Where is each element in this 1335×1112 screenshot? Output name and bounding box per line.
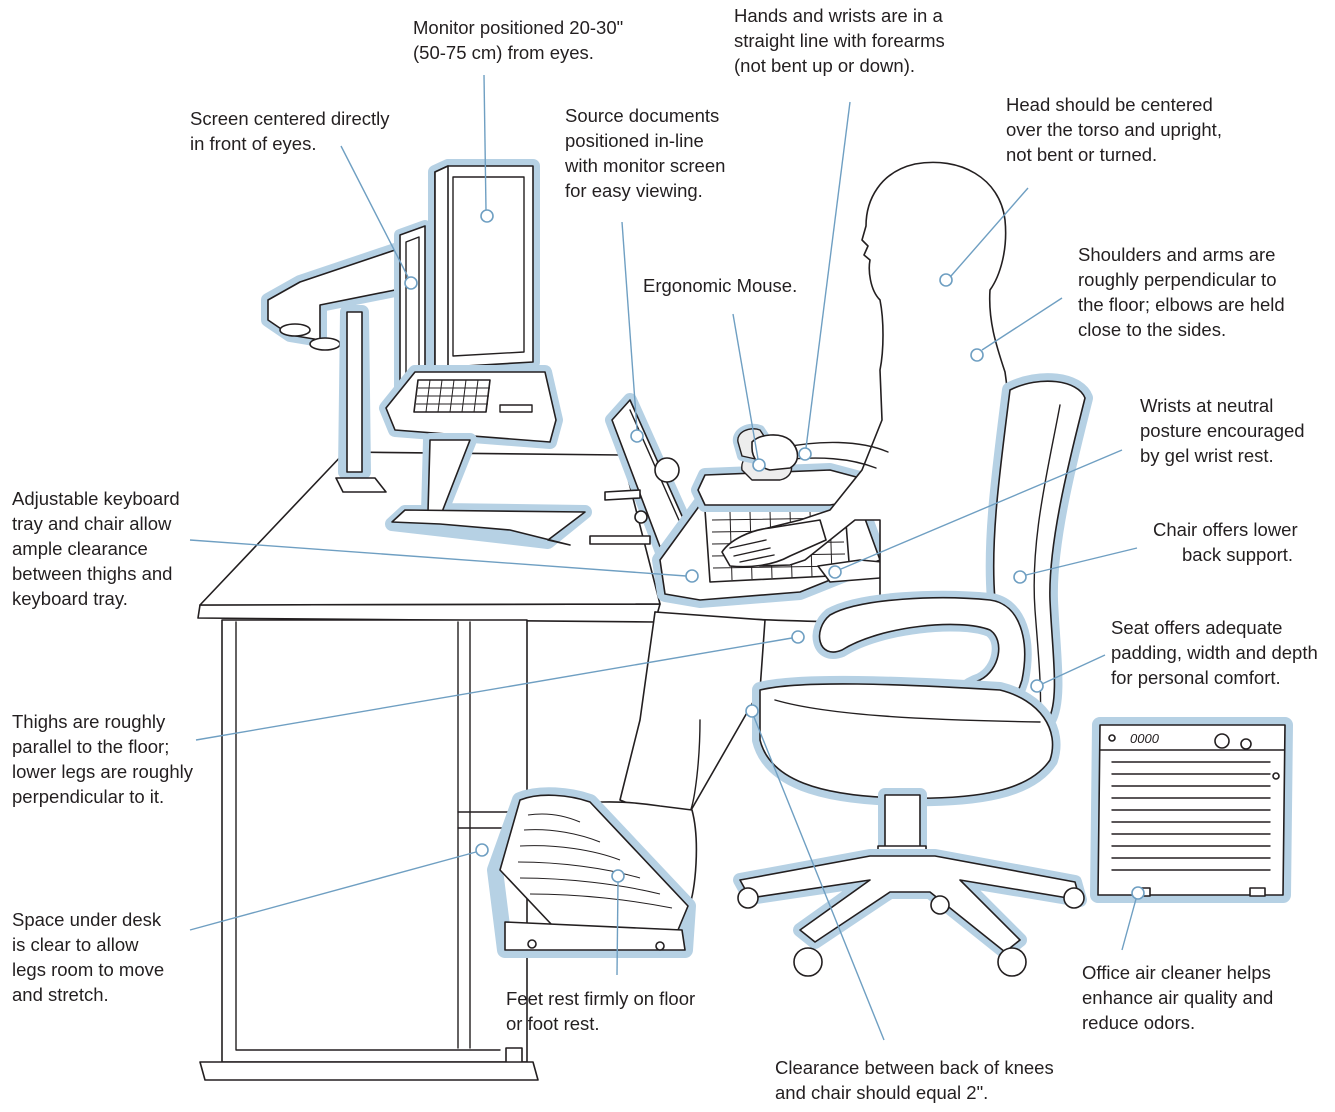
- marker-knee-clearance: [746, 705, 758, 717]
- callout-head-centered: Head should be centered over the torso a…: [1006, 94, 1227, 165]
- callout-feet-rest: Feet rest firmly on floor or foot rest.: [506, 988, 700, 1034]
- callout-monitor-distance: Monitor positioned 20-30" (50-75 cm) fro…: [413, 17, 628, 63]
- callout-keyboard-tray: Adjustable keyboard tray and chair allow…: [12, 488, 185, 609]
- marker-ergonomic-mouse: [753, 459, 765, 471]
- marker-thighs-parallel: [792, 631, 804, 643]
- callout-space-under-desk: Space under desk is clear to allow legs …: [12, 909, 169, 1005]
- leader-hands-wrists: [806, 102, 850, 448]
- callout-air-cleaner: Office air cleaner helps enhance air qua…: [1082, 962, 1278, 1033]
- callout-ergonomic-mouse: Ergonomic Mouse.: [643, 275, 797, 296]
- callout-screen-centered: Screen centered directly in front of eye…: [190, 108, 395, 154]
- callout-knee-clearance: Clearance between back of knees and chai…: [775, 1057, 1059, 1103]
- marker-keyboard-tray: [686, 570, 698, 582]
- air-cleaner-badge: 0000: [1130, 731, 1160, 746]
- callout-wrist-rest: Wrists at neutral posture encouraged by …: [1140, 395, 1310, 466]
- marker-hands-wrists: [799, 448, 811, 460]
- marker-monitor-distance: [481, 210, 493, 222]
- marker-space-under-desk: [476, 844, 488, 856]
- marker-feet-rest: [612, 870, 624, 882]
- leader-air-cleaner: [1122, 899, 1136, 950]
- marker-wrist-rest: [829, 566, 841, 578]
- marker-head-centered: [940, 274, 952, 286]
- callout-source-documents: Source documents positioned in-line with…: [564, 105, 731, 201]
- marker-source-documents: [631, 430, 643, 442]
- air-cleaner: 0000: [1098, 725, 1285, 896]
- callout-seat-padding: Seat offers adequate padding, width and …: [1111, 617, 1323, 688]
- leader-feet-rest: [617, 882, 618, 975]
- leader-shoulders-arms: [982, 298, 1062, 350]
- marker-screen-centered: [405, 277, 417, 289]
- marker-lower-back: [1014, 571, 1026, 583]
- callout-lower-back: Chair offers lower back support.: [1153, 519, 1303, 565]
- marker-seat-padding: [1031, 680, 1043, 692]
- callout-shoulders-arms: Shoulders and arms are roughly perpendic…: [1078, 244, 1290, 340]
- marker-shoulders-arms: [971, 349, 983, 361]
- callout-hands-wrists: Hands and wrists are in a straight line …: [734, 5, 950, 76]
- marker-air-cleaner: [1132, 887, 1144, 899]
- callout-thighs-parallel: Thighs are roughly parallel to the floor…: [12, 711, 198, 807]
